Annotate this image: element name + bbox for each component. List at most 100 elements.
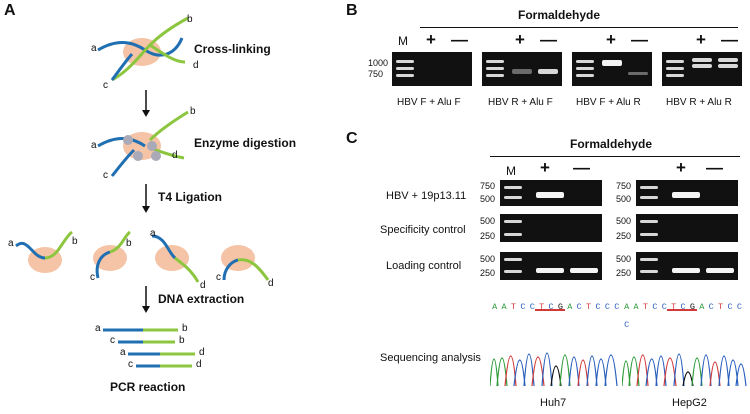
gel-b3-caption: HBV F + Alu R bbox=[576, 97, 641, 108]
c-hepg2-plus: + bbox=[676, 158, 686, 177]
chromatogram-hepg2 bbox=[622, 353, 747, 387]
b3-minus: — bbox=[631, 30, 648, 49]
end-label-d: d bbox=[268, 278, 274, 289]
mw-row3-bottom: 250 bbox=[479, 268, 495, 278]
mw-750: 750 bbox=[367, 69, 383, 79]
base: C bbox=[604, 302, 610, 312]
b1-plus: + bbox=[426, 30, 436, 49]
end-label-b: b bbox=[72, 236, 78, 247]
mw-row2-top: 500 bbox=[479, 216, 495, 226]
b3-plus: + bbox=[606, 30, 616, 49]
gel-c-hepg2-row2 bbox=[636, 214, 738, 242]
base: C bbox=[708, 302, 714, 312]
base: A bbox=[699, 302, 705, 312]
panel-c-header: Formaldehyde bbox=[570, 137, 653, 151]
gel-b2-caption: HBV R + Alu F bbox=[488, 97, 553, 108]
panel-a-letter: A bbox=[4, 2, 16, 19]
end-label-d: d bbox=[199, 347, 205, 358]
end-label-b: b bbox=[187, 14, 193, 25]
c-hepg2-minus: — bbox=[706, 158, 723, 177]
base: T bbox=[718, 302, 724, 312]
mw-row2-bottom: 250 bbox=[479, 231, 495, 241]
mw-1000: 1000 bbox=[367, 58, 388, 68]
panel-c-marker-label: M bbox=[506, 164, 516, 178]
end-label-c: c bbox=[128, 359, 133, 370]
sequencing-analysis-label: Sequencing analysis bbox=[380, 352, 481, 364]
end-label-c: c bbox=[110, 335, 115, 346]
row-label-loading: Loading control bbox=[386, 260, 462, 272]
gel-b4 bbox=[662, 52, 742, 86]
end-label-d: d bbox=[196, 359, 202, 370]
gel-c-huh7-row1 bbox=[500, 180, 602, 206]
step-pcr-reaction: PCR reaction bbox=[110, 380, 186, 394]
gel-c-huh7-row3 bbox=[500, 252, 602, 280]
mw-row2-top-hepg2: 500 bbox=[615, 216, 631, 226]
panel-c-letter: C bbox=[346, 130, 358, 147]
panel-b-header-line bbox=[420, 27, 738, 28]
base: C bbox=[576, 302, 582, 312]
pcr-products bbox=[103, 328, 195, 368]
step-dna-extraction: DNA extraction bbox=[158, 292, 245, 306]
base: C bbox=[727, 302, 733, 312]
panel-b-letter: B bbox=[346, 2, 358, 19]
base: C bbox=[661, 302, 667, 312]
end-label-a: a bbox=[8, 238, 14, 249]
base: T bbox=[642, 302, 649, 312]
base: A bbox=[501, 302, 507, 312]
base: C bbox=[529, 302, 535, 312]
b4-plus: + bbox=[696, 30, 706, 49]
end-label-c: c bbox=[90, 272, 95, 283]
c-huh7-minus: — bbox=[573, 158, 590, 177]
underline-hepg2 bbox=[667, 309, 697, 311]
underline-huh7 bbox=[535, 309, 565, 311]
base: C bbox=[548, 302, 554, 312]
chromatogram-huh7 bbox=[490, 352, 618, 387]
panel-b-marker-label: M bbox=[398, 34, 408, 48]
base: C bbox=[680, 302, 686, 312]
end-label-c: c bbox=[103, 170, 108, 181]
panel-b-header: Formaldehyde bbox=[518, 8, 601, 22]
gel-c-hepg2-row1 bbox=[636, 180, 738, 206]
base: A bbox=[492, 302, 498, 312]
b2-minus: — bbox=[540, 30, 557, 49]
end-label-c: c bbox=[216, 272, 221, 283]
mw-row2-bottom-hepg2: 250 bbox=[615, 231, 631, 241]
step-enzyme-digestion: Enzyme digestion bbox=[194, 136, 297, 150]
base: A bbox=[633, 302, 639, 312]
b2-plus: + bbox=[515, 30, 525, 49]
b1-minus: — bbox=[451, 30, 468, 49]
gel-c-hepg2-row3 bbox=[636, 252, 738, 280]
end-label-b: b bbox=[190, 106, 196, 117]
base: G bbox=[689, 302, 695, 312]
mw-row3-bottom-hepg2: 250 bbox=[615, 268, 631, 278]
end-label-b: b bbox=[182, 323, 188, 334]
row-label-hbv: HBV + 19p13.11 bbox=[386, 190, 467, 202]
mw-row3-top-hepg2: 500 bbox=[615, 254, 631, 264]
base: C bbox=[652, 302, 658, 312]
base: A bbox=[624, 302, 630, 312]
base: T bbox=[671, 302, 677, 312]
digestion-schematic bbox=[97, 110, 189, 177]
end-label-a: a bbox=[91, 43, 97, 54]
panel-c-header-line bbox=[490, 156, 740, 157]
mw-row1-top-hepg2: 750 bbox=[615, 181, 631, 191]
gel-b1-caption: HBV F + Alu F bbox=[397, 97, 461, 108]
ligation-schematic bbox=[15, 230, 270, 283]
cell-line-huh7: Huh7 bbox=[540, 397, 567, 409]
end-label-b: b bbox=[126, 238, 132, 249]
base: T bbox=[586, 302, 592, 312]
base: G bbox=[557, 302, 563, 312]
base: A bbox=[567, 302, 573, 312]
base: C bbox=[520, 302, 526, 312]
gel-b2 bbox=[482, 52, 562, 86]
b4-minus: — bbox=[721, 30, 738, 49]
step-cross-linking: Cross-linking bbox=[194, 42, 271, 56]
end-label-c: c bbox=[103, 80, 108, 91]
end-label-b: b bbox=[179, 335, 185, 346]
end-label-a: a bbox=[120, 347, 126, 358]
c-huh7-plus: + bbox=[540, 158, 550, 177]
mw-row3-top: 500 bbox=[479, 254, 495, 264]
gel-b4-caption: HBV R + Alu R bbox=[666, 97, 732, 108]
